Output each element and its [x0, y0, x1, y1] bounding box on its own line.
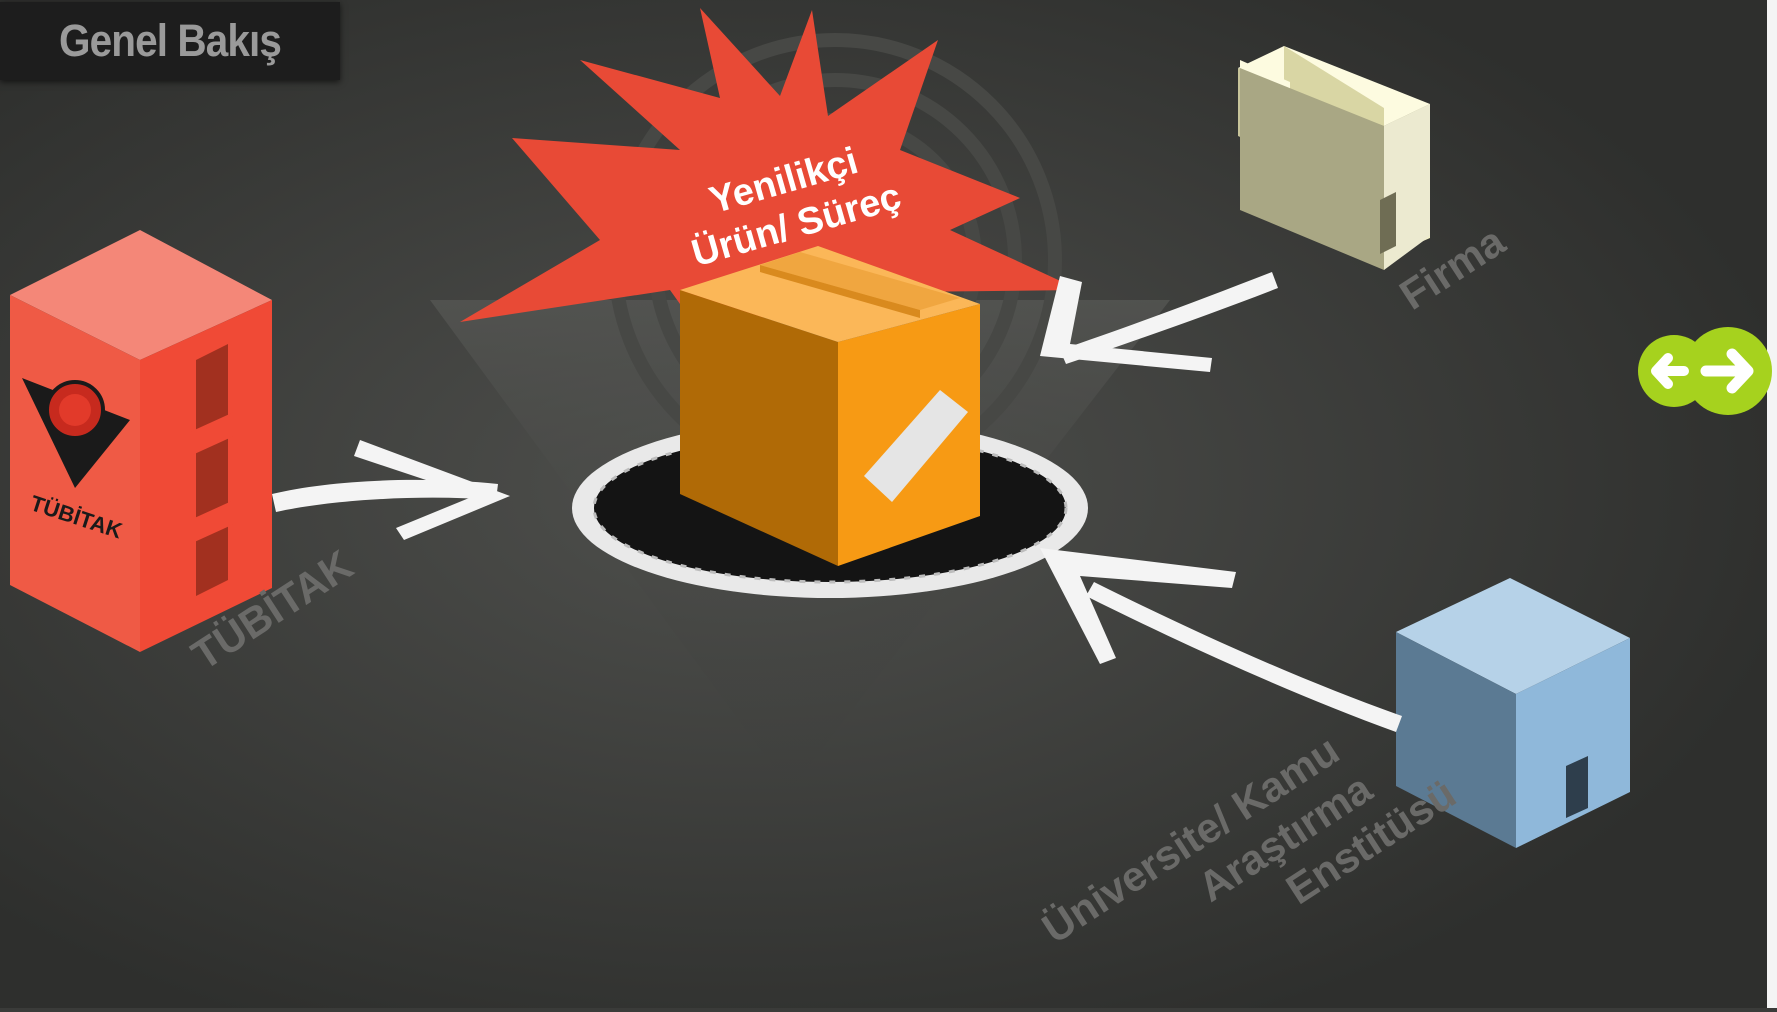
innovation-burst: [460, 8, 1080, 360]
product-box-icon: [680, 246, 980, 566]
right-edge-strip: [1767, 0, 1777, 1008]
arrow-universite-to-product: [1040, 548, 1402, 732]
arrow-tubitak-to-product: [272, 440, 510, 540]
header-bar: Genel Bakış: [0, 2, 340, 80]
left-right-arrows-icon[interactable]: [1636, 322, 1777, 417]
tubitak-building-icon: TÜBİTAK: [10, 230, 272, 652]
firma-building-icon: [1238, 46, 1430, 270]
arrow-firma-to-product: [1040, 272, 1278, 372]
universite-building-icon: [1396, 578, 1630, 848]
page-title: Genel Bakış: [59, 15, 282, 66]
